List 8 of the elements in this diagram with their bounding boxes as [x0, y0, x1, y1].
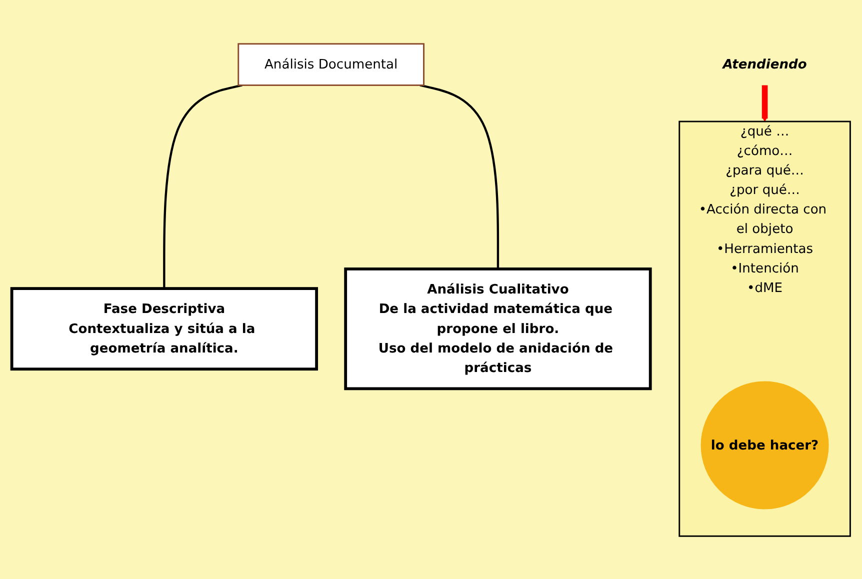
connector: [420, 84, 500, 268]
node-text: Atendiendo: [722, 56, 807, 72]
node-circle: lo debe hacer?: [700, 380, 829, 509]
node-box: Análisis Cualitativo De la actividad matemática que propone el libro. Uso del modelo de anidación de prácticas: [344, 267, 652, 390]
connector: [163, 84, 242, 288]
node-box: Fase Descriptiva Contextualiza y sitúa a la geometría analítica.: [10, 286, 318, 370]
arrow: [762, 84, 768, 122]
node-box: Análisis Documental: [238, 42, 424, 86]
